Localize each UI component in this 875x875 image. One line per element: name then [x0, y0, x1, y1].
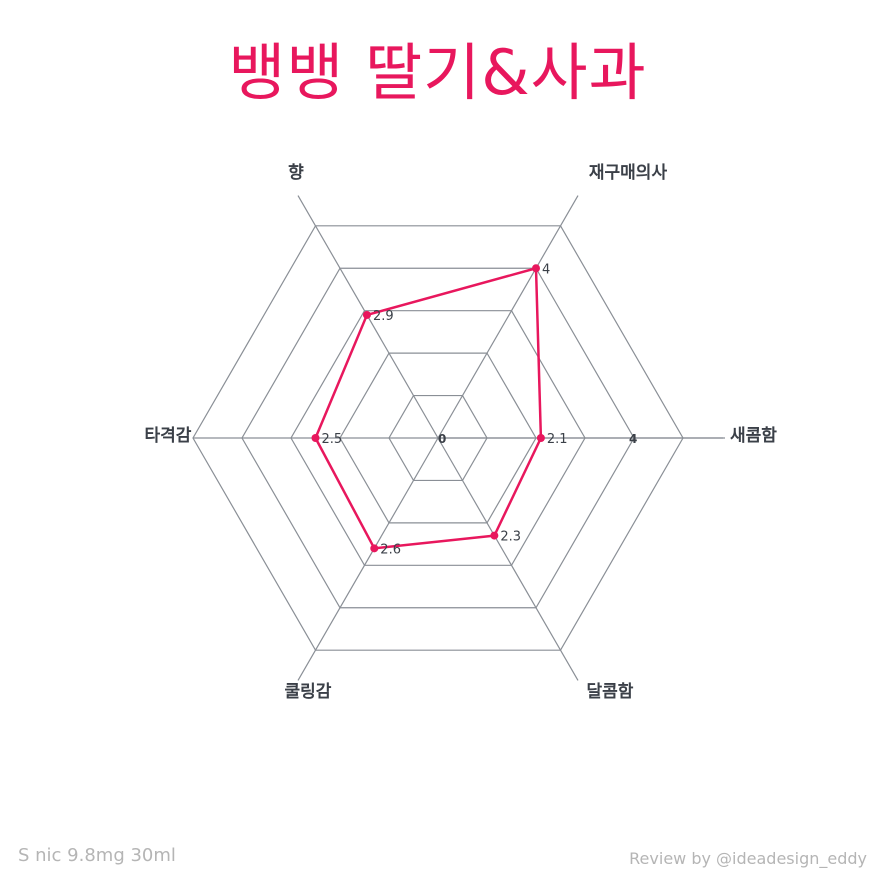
- data-point: [536, 434, 545, 442]
- data-label: 2.9: [373, 309, 394, 324]
- data-point: [362, 310, 371, 319]
- data-label: 2.3: [500, 530, 521, 545]
- tick-label: 4: [629, 432, 637, 446]
- data-point: [370, 544, 379, 553]
- data-label: 2.6: [380, 542, 401, 557]
- axis-label: 달콤함: [587, 681, 634, 702]
- review-credit: Review by @ideadesign_eddy: [629, 849, 867, 868]
- data-point: [311, 434, 320, 442]
- chart-title: 뱅뱅 딸기&사과: [228, 36, 647, 109]
- axis-label: 재구매의사: [589, 163, 668, 183]
- data-label: 2.5: [322, 432, 343, 447]
- data-point: [532, 264, 540, 273]
- axis-line: [297, 437, 439, 681]
- tick-label: 0: [438, 432, 446, 446]
- data-label: 4: [542, 262, 550, 277]
- axis-line: [437, 195, 579, 439]
- axis-label: 쿨링감: [285, 682, 332, 702]
- data-label: 2.1: [547, 432, 568, 447]
- data-point: [490, 531, 499, 540]
- axis-label: 타격감: [145, 426, 192, 446]
- axis-label: 향: [288, 162, 304, 183]
- axis-label: 새콤함: [730, 425, 777, 446]
- axis-line: [437, 437, 579, 681]
- nicotine-info: S nic 9.8mg 30ml: [18, 845, 176, 866]
